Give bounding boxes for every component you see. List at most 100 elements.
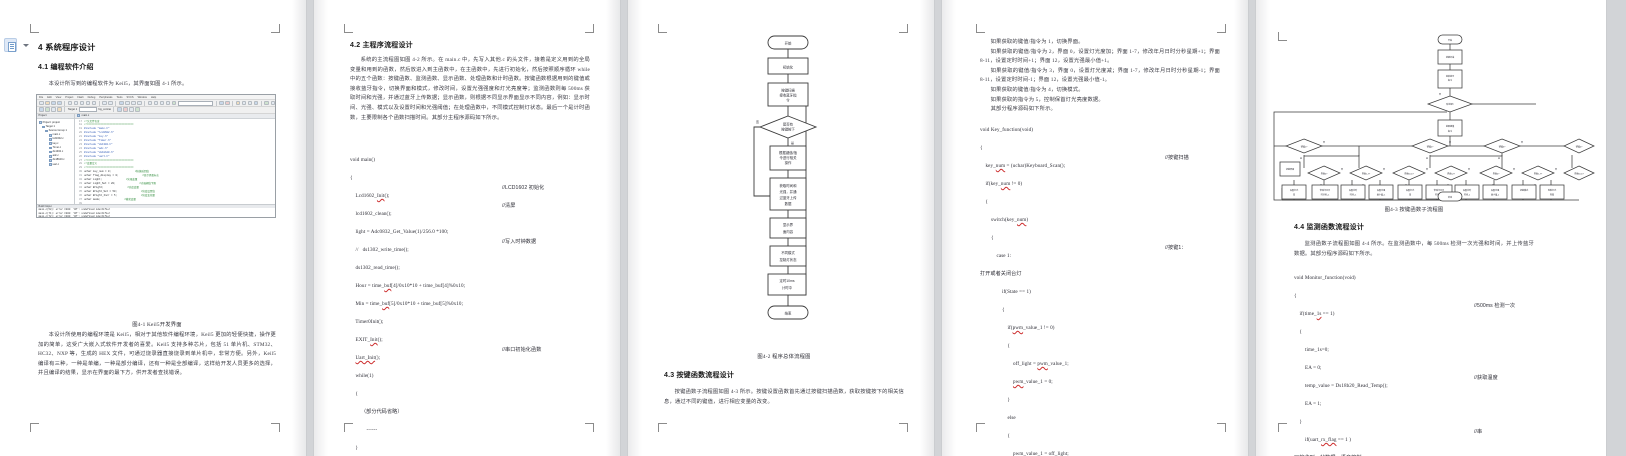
tree-item[interactable]: main.c — [39, 133, 74, 137]
keil-menu-project[interactable]: Project — [65, 95, 74, 99]
flow2-node-d4: 键值4? — [1576, 145, 1583, 149]
keil-menu-bar[interactable]: File Edit View Project Flash Debug Perip… — [37, 95, 275, 100]
help-icon[interactable] — [270, 100, 275, 106]
find-combo-input[interactable] — [177, 100, 214, 106]
code-line: { — [980, 424, 1230, 442]
tree-item[interactable]: adc.c — [39, 154, 74, 158]
comment-icon[interactable] — [159, 100, 165, 106]
forward-icon[interactable] — [108, 100, 113, 106]
keil-menu-file[interactable]: File — [39, 95, 44, 99]
bookmark-next-icon[interactable] — [125, 100, 130, 106]
outdent-icon[interactable] — [153, 100, 159, 106]
flow2-leaf-5b: 减 — [1409, 193, 1411, 197]
collapse-triangle-icon[interactable] — [23, 44, 29, 47]
document-page-2[interactable]: 4.2 主程序流程设计 系统的主流程图如图 4-2 所示。在 main.c 中，… — [314, 0, 620, 456]
configure-icon[interactable] — [253, 100, 259, 106]
keil-menu-edit[interactable]: Edit — [47, 95, 52, 99]
keil-menu-help[interactable]: Help — [150, 95, 157, 99]
keil-menu-debug[interactable]: Debug — [87, 95, 96, 99]
save-icon[interactable] — [51, 100, 56, 106]
keil-build-toolbar[interactable]: Target 1 hig_contrai — [37, 107, 275, 114]
bookmark-icon[interactable] — [118, 100, 124, 106]
code-text: Min = time_buf[5]/0x10*10 + time_buf[5]%… — [350, 301, 464, 307]
target-options-icon[interactable] — [235, 100, 241, 106]
flow-node-timer-2: 计时中 — [782, 285, 793, 290]
build-icon[interactable] — [45, 107, 50, 113]
editor-tab-bar[interactable]: main.c — [75, 113, 275, 119]
tree-item[interactable]: key.c — [39, 142, 74, 146]
document-page-1[interactable]: 4 系统程序设计 4.1 编程软件介绍 本设计所写到的编程软件为 Keil5，其… — [0, 0, 306, 456]
flow2-leaf-8a: 设置光强 — [1491, 188, 1499, 192]
copy-icon[interactable] — [73, 100, 79, 106]
code-text: temp_value = Ds18b20_Read_Temp(); — [1294, 383, 1388, 389]
redo-icon[interactable] — [91, 100, 97, 106]
keil-menu-view[interactable]: View — [55, 95, 62, 99]
manage-components-icon[interactable] — [123, 107, 128, 113]
code-block-key-function: void Key_function(void){ key_num = (ucha… — [980, 118, 1230, 456]
save-all-icon[interactable] — [57, 100, 62, 106]
batch-build-icon[interactable] — [247, 100, 253, 106]
tree-item[interactable]: uart.c — [39, 163, 74, 167]
flow2-node-d1: 键值1? — [1301, 145, 1308, 149]
keil-menu-tools[interactable]: Tools — [116, 95, 123, 99]
code-text: } — [980, 397, 1011, 403]
debug-start-icon[interactable] — [219, 100, 224, 106]
document-page-4[interactable]: 如果获取的键值/指令为 1，切换界面。如果获取的键值/指令为 2，界面 0，设置… — [942, 0, 1248, 456]
code-line: 打开或者关闭台灯 — [980, 262, 1230, 280]
manage-project-icon[interactable] — [241, 100, 247, 106]
keil-menu-window[interactable]: Window — [137, 95, 147, 99]
find-in-files-icon[interactable] — [171, 100, 177, 106]
target-select-combo[interactable] — [78, 107, 97, 113]
tree-item[interactable]: ds18b20.c — [39, 158, 74, 162]
target-options2-icon[interactable] — [116, 107, 122, 113]
uncomment-icon[interactable] — [165, 100, 171, 106]
new-file-icon[interactable] — [39, 100, 44, 106]
tree-item[interactable]: lcd1602.c — [39, 137, 74, 141]
back-icon[interactable] — [102, 100, 107, 106]
bookmark-clear-icon[interactable] — [137, 100, 142, 106]
flow2-node-sd7: 界面8-11? — [1574, 172, 1584, 176]
undo-icon[interactable] — [85, 100, 91, 106]
project-tree[interactable]: Project: project Target 1 Source Group 1 — [37, 119, 74, 167]
keil-project-panel[interactable]: Project Project: project Target 1 — [37, 113, 75, 204]
keil-menu-svcs[interactable]: SVCS — [126, 95, 134, 99]
build-output-line: main.c(58): error C202: 'BT': undefined … — [38, 208, 111, 212]
debug-stop-icon[interactable] — [225, 100, 230, 106]
translate-icon[interactable] — [39, 107, 44, 113]
open-file-icon[interactable] — [45, 100, 50, 106]
document-outline-icon[interactable] — [4, 38, 17, 52]
tab-main-c[interactable]: main.c — [81, 114, 90, 117]
cut-icon[interactable] — [67, 100, 73, 106]
pack-installer-icon[interactable] — [129, 107, 134, 113]
paste-icon[interactable] — [79, 100, 85, 106]
code-text: { — [980, 145, 983, 151]
code-comment: //亮度变量 — [127, 185, 139, 189]
code-line: ds1302_read_time(); — [350, 256, 595, 274]
toolbar-separator — [98, 100, 100, 106]
crop-mark — [344, 423, 353, 432]
document-page-3[interactable]: 开始 初始化 按键扫描 接收蓝牙指 令 是否有 按键按下 否 是 根据键值/指 … — [628, 0, 934, 456]
rebuild-icon[interactable] — [51, 107, 56, 113]
download-icon[interactable] — [57, 107, 62, 113]
keil-menu-flash[interactable]: Flash — [77, 95, 84, 99]
tree-item[interactable]: Project: project — [39, 121, 74, 125]
bookmark-prev-icon[interactable] — [131, 100, 136, 106]
toolbar-separator — [215, 100, 217, 106]
tree-item[interactable]: Timer.c — [39, 146, 74, 150]
flow2-leaf-5a: 设置灯光 — [1406, 188, 1414, 192]
keil-build-output-panel[interactable]: Build Output main.c(58): error C202: 'BT… — [37, 204, 275, 217]
flow2-branch-yes: 是 — [1300, 156, 1302, 160]
keil-main-toolbar[interactable] — [37, 100, 275, 107]
keil-menu-peripherals[interactable]: Peripherals — [99, 95, 113, 99]
indent-icon[interactable] — [147, 100, 153, 106]
svcs-icon[interactable] — [135, 107, 140, 113]
tree-item[interactable]: Source Group 1 — [39, 129, 74, 133]
tree-item[interactable]: Target 1 — [39, 125, 74, 129]
document-page-5[interactable]: 开始 按键扫描 接收蓝牙 指令 有按键? 否 获取键值 指令 键值1? 否 — [1256, 0, 1606, 456]
code-text: EA = 0; — [1294, 365, 1322, 371]
settings-icon[interactable] — [264, 100, 270, 106]
tree-item[interactable]: ds1302.c — [39, 150, 74, 154]
